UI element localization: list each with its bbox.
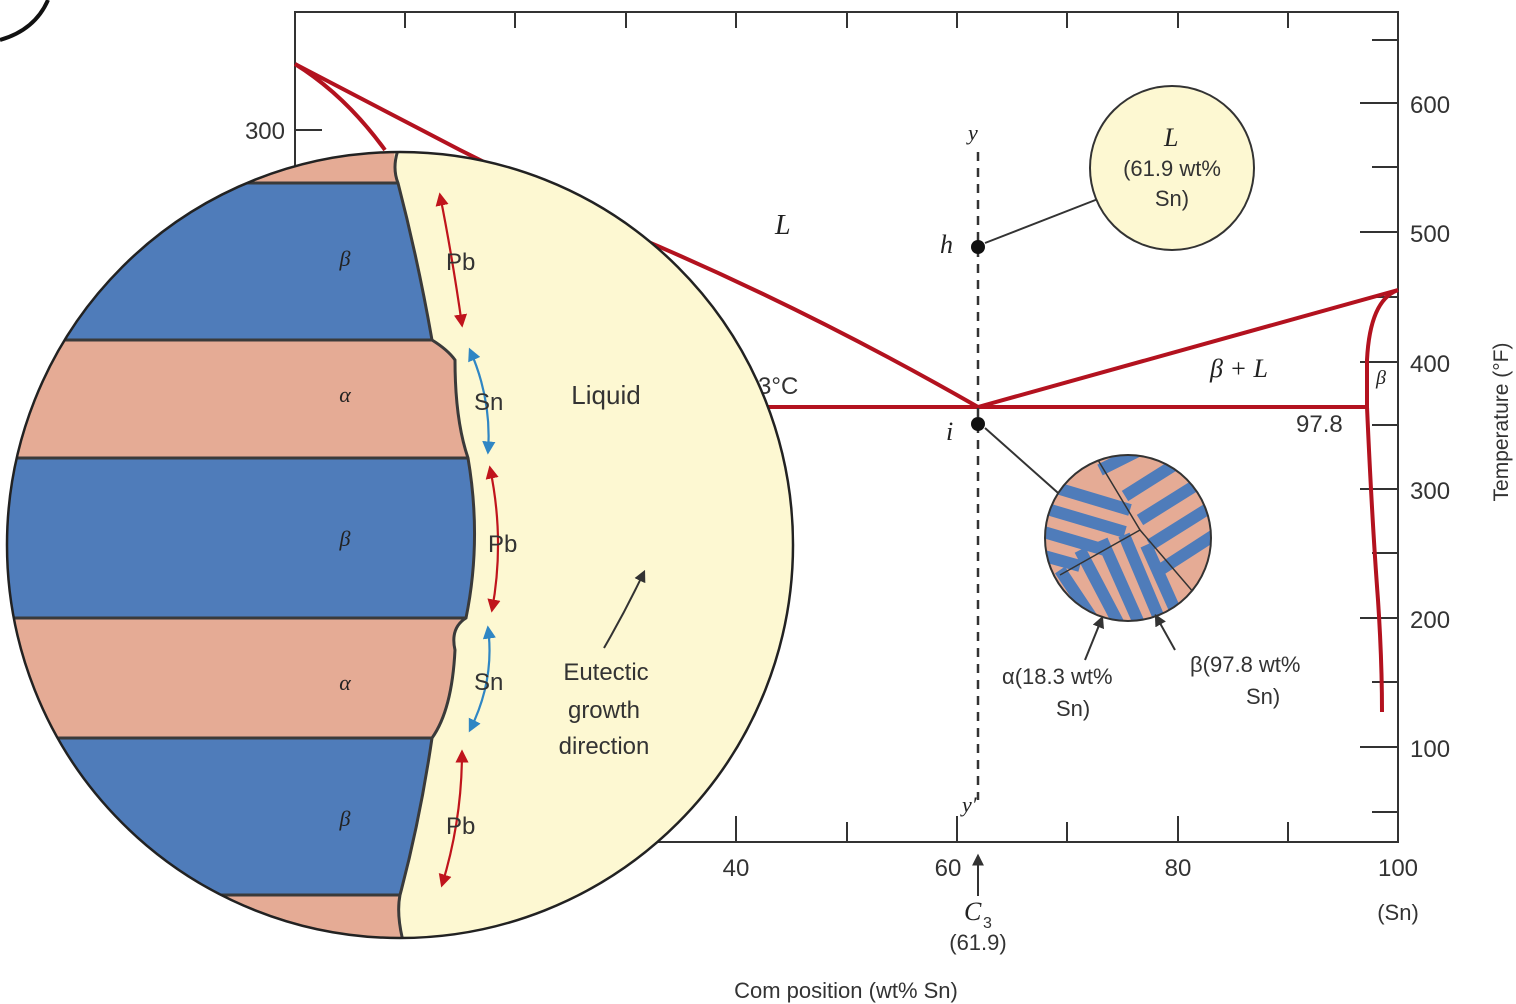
top-ticks — [404, 12, 1289, 28]
layer-alpha-2 — [7, 618, 466, 738]
alpha-arrow — [1084, 615, 1104, 661]
layer-label-3: α — [339, 670, 351, 695]
x-tick-label-2: 80 — [1165, 855, 1192, 882]
growth-label-line3: direction — [559, 733, 650, 760]
beta-arrow — [1154, 613, 1176, 651]
beta-region-label: β — [1375, 367, 1386, 389]
layer-alpha-bottom — [7, 895, 404, 938]
layer-label-0: β — [339, 246, 351, 271]
layer-beta-3 — [7, 738, 432, 895]
eutectic-microstructure — [1045, 455, 1211, 621]
right-tick-label-2: 400 — [1410, 351, 1450, 378]
solidus-left-fragment — [293, 62, 387, 152]
beta-composition-line1: β(97.8 wt% — [1190, 652, 1300, 677]
composition-top-label: y — [966, 120, 978, 145]
right-axis-title: Temperature (°F) — [1490, 343, 1513, 502]
alpha-composition-line1: α(18.3 wt% — [1002, 664, 1113, 689]
diffusion-label-0: Pb — [446, 249, 475, 276]
liquid-callout-line2: Sn) — [1155, 186, 1189, 211]
liquid-region-label: L — [774, 210, 791, 241]
solvus-right — [1365, 406, 1384, 713]
left-tick-label-300: 300 — [245, 118, 285, 145]
right-tick-label-0: 600 — [1410, 92, 1450, 119]
diffusion-label-2: Pb — [488, 531, 517, 558]
liquid-callout-leader — [984, 198, 1099, 244]
c3-subscript: 3 — [983, 915, 992, 932]
right-tick-label-5: 100 — [1410, 736, 1450, 763]
point-i — [971, 417, 985, 431]
diffusion-label-1: Sn — [474, 389, 503, 416]
liquid-callout-symbol: L — [1163, 123, 1178, 152]
layer-label-1: α — [339, 382, 351, 407]
beta-composition-line2: Sn) — [1246, 684, 1280, 709]
solidus-right — [1365, 288, 1399, 407]
growth-label-line2: growth — [568, 697, 640, 724]
growth-label-line1: Eutectic — [563, 659, 648, 686]
eutectic-callout-leader — [984, 427, 1067, 501]
layer-alpha-1 — [7, 340, 468, 458]
composition-bottom-label: y′ — [960, 792, 978, 817]
layer-label-2: β — [339, 526, 351, 551]
corner-arc — [0, 0, 50, 42]
c3-symbol: C — [964, 897, 982, 926]
diffusion-label-4: Pb — [446, 813, 475, 840]
layer-label-4: β — [339, 806, 351, 831]
eutectic-callout — [1044, 454, 1212, 622]
beta-plus-liquid-label: β + L — [1209, 354, 1268, 383]
x-tick-label-0: 40 — [723, 855, 750, 882]
x-axis-end-note: (Sn) — [1377, 900, 1419, 925]
solubility-limit-label: 97.8 — [1296, 411, 1343, 438]
liquid-label: Liquid — [571, 380, 640, 410]
point-h-label: h — [940, 230, 953, 259]
right-tick-label-1: 500 — [1410, 221, 1450, 248]
x-tick-label-3: 100 — [1378, 855, 1418, 882]
layer-beta-1 — [7, 183, 432, 340]
liquid-callout-line1: (61.9 wt% — [1123, 156, 1221, 181]
liquid-callout — [1089, 85, 1255, 251]
liquidus-right — [977, 288, 1399, 409]
growth-direction-arrow — [603, 569, 646, 649]
right-ticks — [1360, 39, 1398, 813]
right-tick-label-4: 200 — [1410, 607, 1450, 634]
c3-value: (61.9) — [949, 930, 1006, 955]
magnified-view-outline — [5, 150, 795, 940]
point-h — [971, 240, 985, 254]
x-axis-title: Com position (wt% Sn) — [734, 978, 958, 1003]
diffusion-label-3: Sn — [474, 669, 503, 696]
point-i-label: i — [946, 417, 953, 446]
right-tick-label-3: 300 — [1410, 478, 1450, 505]
x-tick-label-1: 60 — [935, 855, 962, 882]
alpha-composition-line2: Sn) — [1056, 696, 1090, 721]
diffusion-arrows — [435, 192, 501, 888]
layer-beta-2 — [7, 458, 475, 618]
